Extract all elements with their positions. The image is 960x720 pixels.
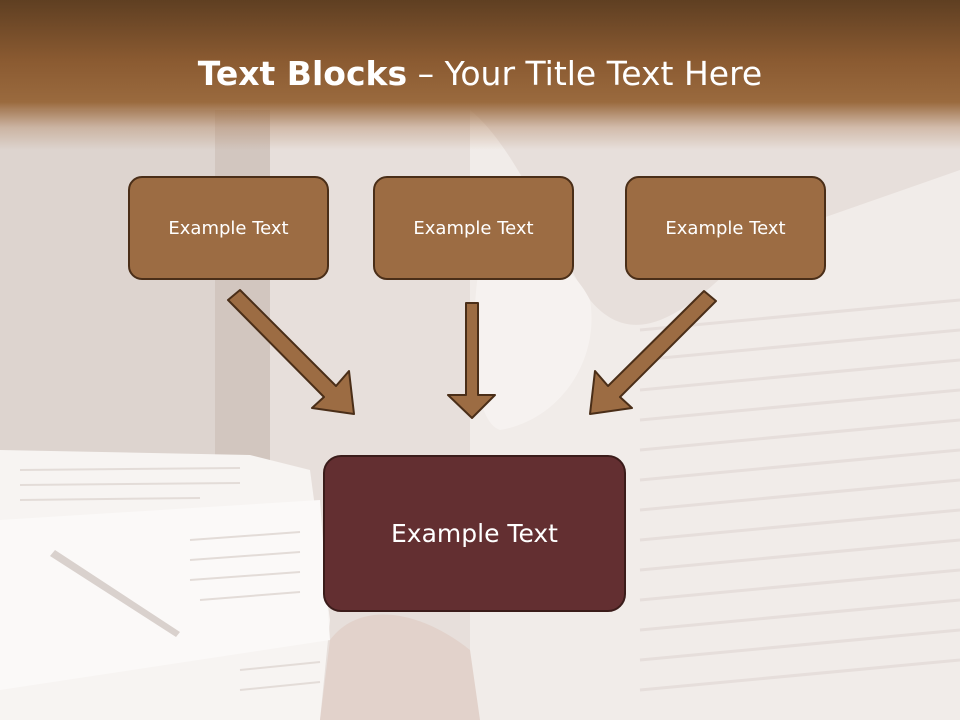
arrow-down-icon (447, 302, 496, 419)
title-bar (0, 0, 960, 150)
target-text-block[interactable]: Example Text (323, 455, 626, 612)
text-block-right[interactable]: Example Text (625, 176, 826, 280)
text-block-center[interactable]: Example Text (373, 176, 574, 280)
text-block-left[interactable]: Example Text (128, 176, 329, 280)
title-rest: Your Title Text Here (444, 54, 763, 93)
slide-title: Text Blocks – Your Title Text Here (0, 54, 960, 93)
text-block-center-label: Example Text (413, 217, 534, 239)
target-text-block-label: Example Text (391, 519, 558, 548)
text-block-right-label: Example Text (665, 217, 786, 239)
arrow-down-right-icon (227, 289, 355, 415)
title-dash: – (407, 54, 445, 93)
arrow-down-left-icon (589, 290, 717, 415)
text-block-left-label: Example Text (168, 217, 289, 239)
title-bold: Text Blocks (197, 54, 408, 93)
